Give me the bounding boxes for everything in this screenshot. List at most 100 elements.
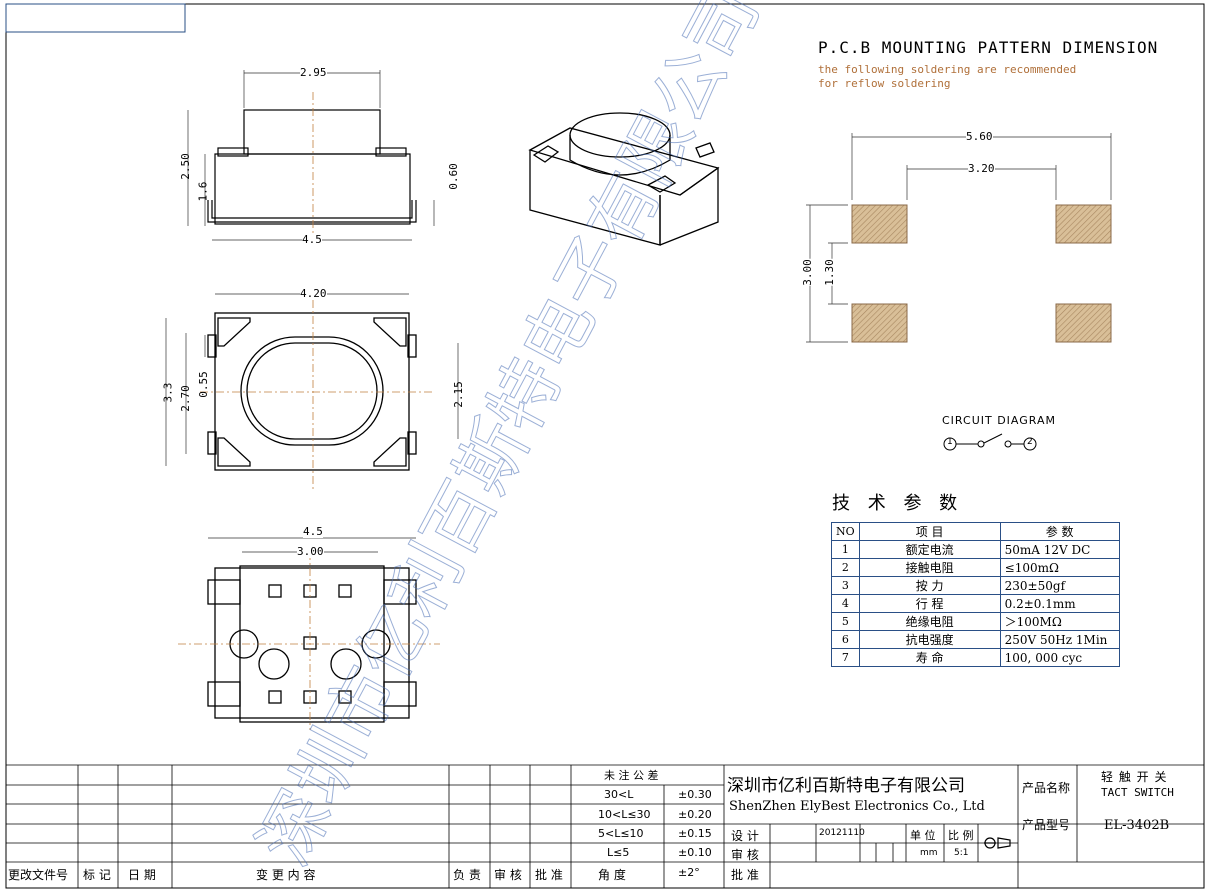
circuit-pin-1: 1 — [947, 437, 953, 447]
title-block-grid — [6, 764, 1204, 888]
tolerance-title: 未 注 公 差 — [604, 769, 659, 782]
iso-view — [528, 112, 720, 246]
tol-value: ±0.15 — [678, 827, 712, 840]
tol-range: L≤5 — [607, 846, 630, 859]
spec-no: 2 — [831, 558, 860, 577]
bottom-view — [178, 537, 440, 730]
side-view — [187, 70, 435, 241]
spec-value: 100, 000 cyc — [999, 648, 1120, 667]
pcb-pattern — [806, 133, 1112, 343]
product-name-en: TACT SWITCH — [1101, 786, 1174, 799]
dim-top-lead: 0.55 — [196, 371, 210, 398]
spec-header-row: NO 项 目 参 数 — [831, 522, 1120, 541]
pcb-title: P.C.B MOUNTING PATTERN DIMENSION — [818, 38, 1159, 57]
footer-approve: 批 准 — [535, 868, 563, 882]
spec-item: 额定电流 — [858, 540, 1001, 559]
footer-review: 审 核 — [494, 868, 522, 882]
product-name-label: 产品名称 — [1022, 781, 1071, 795]
pcb-note-1: the following soldering are recommended — [818, 63, 1077, 76]
scale-value: 5:1 — [954, 848, 969, 858]
dim-side-body: 1.6 — [196, 181, 210, 202]
tol-value: ±0.30 — [678, 788, 712, 801]
circuit-title: CIRCUIT DIAGRAM — [942, 414, 1056, 427]
circuit-diagram — [943, 433, 1037, 451]
dim-pcb-gap: 1.30 — [822, 259, 836, 286]
spec-item: 绝缘电阻 — [858, 612, 1001, 631]
review-label: 审 核 — [731, 848, 759, 862]
spec-no: 5 — [831, 612, 860, 631]
spec-no: 7 — [831, 648, 860, 667]
spec-value: ≤100mΩ — [999, 558, 1120, 577]
dim-top-width: 4.20 — [300, 287, 327, 300]
product-model-label: 产品型号 — [1022, 818, 1071, 832]
top-view — [165, 293, 459, 492]
spec-value: 250V 50Hz 1Min — [999, 630, 1120, 649]
tol-range: 角 度 — [598, 868, 626, 882]
dim-side-top-width: 2.95 — [300, 66, 327, 79]
dim-pcb-inner: 3.20 — [968, 162, 995, 175]
unit-value: mm — [920, 848, 938, 858]
spec-item: 按 力 — [858, 576, 1001, 595]
spec-no: 4 — [831, 594, 860, 613]
approve-label: 批 准 — [731, 868, 759, 882]
spec-header-item: 项 目 — [858, 522, 1001, 541]
spec-value: ＞100MΩ — [999, 612, 1120, 631]
dim-pcb-width: 5.60 — [966, 130, 993, 143]
footer-change-content: 变 更 内 容 — [256, 868, 316, 882]
dim-top-height: 3.3 — [161, 382, 175, 403]
dim-bottom-width: 4.5 — [303, 525, 323, 538]
spec-no: 1 — [831, 540, 860, 559]
dim-top-inner: 2.70 — [178, 385, 192, 412]
dim-side-height: 2.50 — [178, 153, 192, 180]
pcb-note-2: for reflow soldering — [818, 77, 951, 90]
tol-range: 5<L≤10 — [598, 827, 644, 840]
spec-header-no: NO — [831, 522, 860, 541]
circuit-pin-2: 2 — [1027, 437, 1033, 447]
tol-range: 30<L — [604, 788, 634, 801]
design-label: 设 计 — [731, 829, 759, 843]
dim-bottom-inner: 3.00 — [297, 545, 324, 558]
design-date: 20121110 — [819, 828, 865, 838]
company-name-en: ShenZhen ElyBest Electronics Co., Ltd — [729, 799, 985, 814]
spec-value: 0.2±0.1mm — [999, 594, 1120, 613]
dim-side-lead: 0.60 — [446, 163, 460, 190]
spec-value: 230±50gf — [999, 576, 1120, 595]
unit-label: 单 位 — [910, 829, 936, 842]
company-name-cn: 深圳市亿利百斯特电子有限公司 — [727, 776, 965, 796]
product-name-cn: 轻 触 开 关 — [1101, 770, 1168, 784]
spec-item: 寿 命 — [858, 648, 1001, 667]
spec-header-param: 参 数 — [999, 522, 1120, 541]
tol-range: 10<L≤30 — [598, 808, 651, 821]
dim-side-base: 4.5 — [302, 233, 322, 246]
dim-pcb-height: 3.00 — [800, 259, 814, 286]
footer-responsible: 负 责 — [453, 868, 481, 882]
footer-change-doc: 更改文件号 — [8, 868, 69, 882]
sheet-border — [5, 3, 1205, 889]
scale-label: 比 例 — [948, 829, 974, 842]
spec-no: 6 — [831, 630, 860, 649]
footer-mark: 标 记 — [83, 868, 111, 882]
tol-value: ±0.20 — [678, 808, 712, 821]
product-model: EL-3402B — [1104, 818, 1170, 833]
spec-item: 抗电强度 — [858, 630, 1001, 649]
projection-symbol-icon — [984, 837, 1011, 849]
spec-value: 50mA 12V DC — [999, 540, 1120, 559]
spec-title: 技 术 参 数 — [832, 493, 964, 514]
footer-date: 日 期 — [128, 868, 156, 882]
spec-item: 接触电阻 — [858, 558, 1001, 577]
tol-value: ±2° — [678, 866, 700, 879]
spec-no: 3 — [831, 576, 860, 595]
spec-item: 行 程 — [858, 594, 1001, 613]
corner-box — [5, 3, 186, 33]
dim-top-oval: 2.15 — [451, 381, 465, 408]
